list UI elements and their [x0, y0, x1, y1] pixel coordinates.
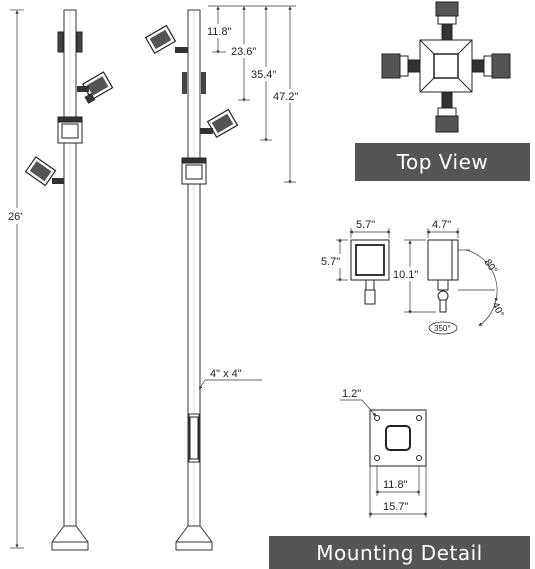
pole-middle	[175, 9, 213, 551]
top-view-drawing	[381, 1, 511, 133]
top-view-label: Top View	[355, 143, 530, 181]
mounting-plate	[369, 409, 427, 467]
tilt-down-label: 40°	[489, 301, 505, 319]
dim-drop-4-label: 47.2"	[273, 91, 298, 103]
dim-drop-1-label: 11.8"	[207, 26, 232, 38]
fixture-front-view	[350, 239, 390, 305]
dim-bolt-spacing-label: 11.8"	[383, 479, 408, 491]
dim-drop-3-label: 35.4"	[251, 69, 276, 81]
fixture-left-center	[57, 116, 83, 144]
dim-fixture-depth-label: 4.7"	[432, 219, 451, 231]
dim-drop-2-label: 23.6"	[231, 46, 256, 58]
fixture-mid-lower-arm	[200, 128, 213, 134]
dim-pole-section-label: 4" x 4"	[210, 368, 242, 380]
fixture-left-lower-arm	[52, 178, 64, 184]
dim-pole-section	[199, 379, 262, 390]
dim-fixture-height-label: 5.7"	[321, 256, 340, 268]
dim-base-plate-label: 15.7"	[383, 501, 408, 513]
fixture-mid-top-arm	[175, 47, 188, 53]
fixture-left-upper-arm	[77, 86, 89, 92]
dim-pole-height-label: 26'	[8, 211, 22, 223]
dim-pole-height	[10, 9, 24, 549]
dim-bolt-hole-label: 1.2"	[342, 388, 361, 400]
fixture-left-lower	[24, 156, 57, 187]
tilt-arc	[458, 249, 499, 327]
dim-fixture-side-height-label: 10.1"	[393, 269, 418, 281]
mounting-detail-label: Mounting Detail	[269, 536, 530, 569]
rotation-ellipse	[428, 321, 458, 335]
dim-drops	[208, 5, 296, 184]
dim-fixture-width-label: 5.7"	[356, 219, 375, 231]
fixture-side-view	[427, 239, 459, 313]
fixture-mid-center	[181, 157, 207, 185]
dim-mounting-plate	[340, 399, 428, 518]
fixture-mid-brackets	[182, 72, 206, 94]
fixture-left-upper	[81, 71, 114, 104]
rotation-label: 350°	[434, 324, 451, 333]
fixture-mid-top	[144, 24, 177, 55]
fixture-left-top-bracket	[57, 31, 83, 53]
